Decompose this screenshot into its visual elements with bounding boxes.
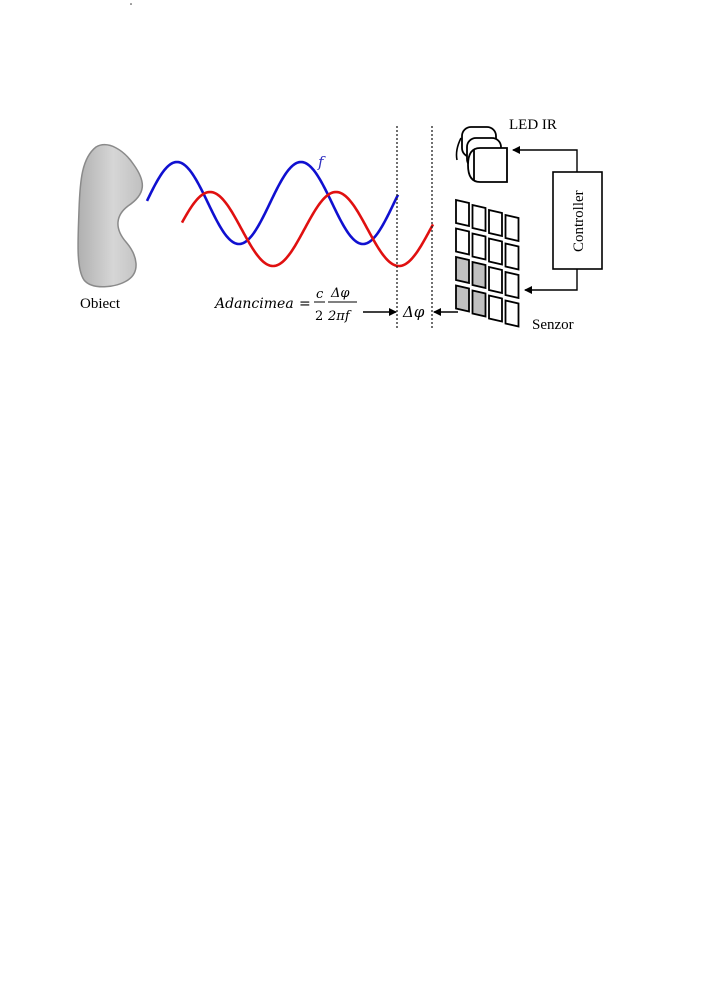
page-speck xyxy=(130,3,132,5)
reflected-wave xyxy=(180,190,435,268)
sensor-pixel xyxy=(455,198,470,228)
formula-two: 2 xyxy=(315,309,323,324)
sensor-pixel-active xyxy=(471,289,487,318)
formula-equals: = xyxy=(299,296,311,312)
sensor-pixel xyxy=(488,208,503,238)
sensor-pixel xyxy=(504,213,520,243)
sensor-pixel-active xyxy=(471,260,487,290)
sensor-label: Senzor xyxy=(532,317,574,333)
object-label: Obiect xyxy=(80,296,121,312)
formula-delta-phi: Δφ xyxy=(330,286,350,301)
led-label: LED IR xyxy=(509,117,557,133)
formula-denominator: 2πf xyxy=(327,309,352,324)
controller-to-led-arrow xyxy=(512,146,578,172)
sensor-to-controller-arrow xyxy=(524,269,578,294)
led-ir-emitter xyxy=(455,126,508,183)
sensor-pixel xyxy=(471,232,487,261)
sensor-pixel xyxy=(504,242,520,271)
sensor-pixel xyxy=(471,203,487,233)
formula-c: c xyxy=(316,287,324,302)
sensor-pixel xyxy=(504,299,520,328)
sensor-pixel xyxy=(455,227,470,256)
sensor-grid xyxy=(455,198,520,328)
sensor-pixel xyxy=(504,270,520,300)
sensor-pixel xyxy=(488,294,503,323)
emitted-wave xyxy=(145,160,400,246)
sensor-pixel xyxy=(488,237,503,266)
sensor-pixel-active xyxy=(455,255,470,285)
controller-label: Controller xyxy=(571,190,587,252)
sensor-pixel xyxy=(488,265,503,295)
object-shape xyxy=(77,144,143,288)
frequency-label: f xyxy=(317,153,326,171)
phase-shift-label: Δφ xyxy=(402,303,425,321)
depth-formula: Adancimea = c 2 Δφ 2πf xyxy=(213,286,357,324)
formula-lhs: Adancimea xyxy=(213,296,294,312)
sensor-pixel-active xyxy=(455,284,470,313)
